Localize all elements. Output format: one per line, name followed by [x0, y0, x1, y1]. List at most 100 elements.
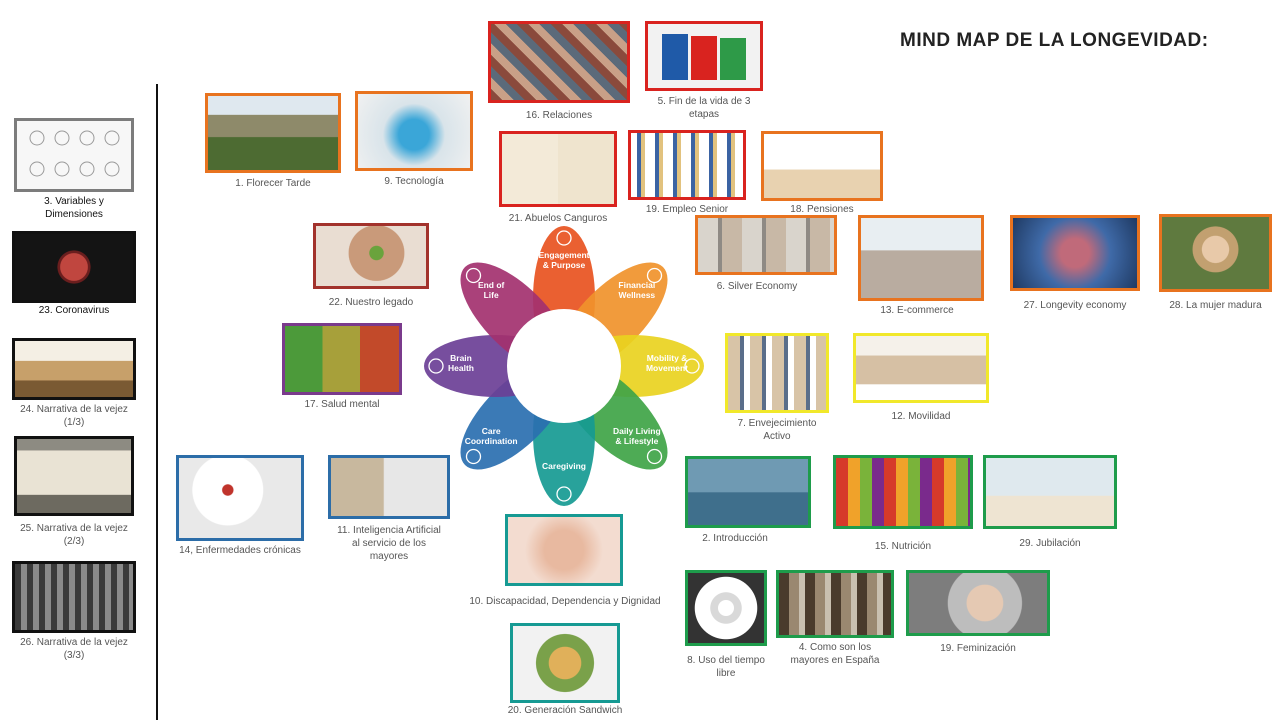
sidebar-tile-narrativa-3[interactable]	[12, 561, 136, 633]
pension-blocks-image	[764, 134, 880, 198]
yoga-seniors-image	[856, 336, 986, 400]
tile-jubilacion[interactable]	[983, 455, 1117, 529]
tile-abuelos-canguros[interactable]	[499, 131, 617, 207]
robot-assistant-image	[331, 458, 447, 516]
flower-petal-label: Daily Living& Lifestyle	[613, 426, 661, 446]
tile-caption: 19. Empleo Senior	[645, 204, 729, 215]
sidebar-caption: 25. Narrativa de la vejez (2/3)	[20, 523, 128, 547]
tile-caption: 19. Feminización	[940, 643, 1016, 654]
tile-generacion-sandwich[interactable]	[510, 623, 620, 703]
tile-caption: 29. Jubilación	[1019, 538, 1081, 549]
seniors-group-image	[728, 336, 826, 410]
tile-mujer-madura[interactable]	[1159, 214, 1272, 292]
sidebar-divider	[156, 84, 158, 720]
coronavirus-image	[15, 234, 133, 300]
people-icon	[556, 230, 572, 246]
tile-enfermedades-cronicas[interactable]	[176, 455, 304, 541]
tile-inteligencia-artificial[interactable]	[328, 455, 450, 519]
walking-icon	[684, 358, 700, 374]
money-bag-icon	[646, 267, 663, 284]
sidebar-caption: 23. Coronavirus	[38, 305, 110, 316]
coordination-icon	[465, 448, 482, 465]
tile-nuestro-legado[interactable]	[313, 223, 429, 289]
sidebar-tile-coronavirus[interactable]	[12, 231, 136, 303]
doctor-stethoscope-image	[179, 458, 301, 538]
flower-petal-label: Caregiving	[542, 461, 586, 471]
grandparents-cartoon-image	[502, 134, 614, 204]
tile-nutricion[interactable]	[833, 455, 973, 529]
flower-center	[507, 309, 621, 423]
heart-hands-icon	[465, 267, 482, 284]
tile-tecnologia[interactable]	[355, 91, 473, 171]
tile-caption: 27. Longevity economy	[1023, 300, 1127, 311]
hands-plant-image	[316, 226, 426, 286]
page-title: MIND MAP DE LA LONGEVIDAD:	[900, 30, 1209, 51]
tile-caption: 10. Discapacidad, Dependencia y Dignidad	[469, 596, 661, 607]
tile-caption: 11. Inteligencia Artificial al servicio …	[337, 525, 441, 562]
tile-caption: 1. Florecer Tarde	[235, 178, 311, 189]
tile-caption: 2. Introducción	[702, 533, 768, 544]
holding-hands-image	[508, 517, 620, 583]
mature-woman-image	[1162, 217, 1269, 289]
tile-fin-vida-3-etapas[interactable]	[645, 21, 763, 91]
landscape-image	[208, 96, 338, 170]
open-book-image	[15, 341, 133, 397]
flower-petal-label: Mobility &Movement	[646, 353, 688, 373]
seniors-devices-image	[698, 218, 834, 272]
tile-caption: 6. Silver Economy	[716, 281, 798, 292]
tile-uso-tiempo-libre[interactable]	[685, 570, 767, 646]
couple-laptop-image	[861, 218, 981, 298]
fruits-image	[836, 458, 970, 526]
devices-image	[358, 94, 470, 168]
tile-florecer-tarde[interactable]	[205, 93, 341, 173]
tile-pensiones[interactable]	[761, 131, 883, 201]
family-sandwich-image	[513, 626, 617, 700]
tile-feminizacion[interactable]	[906, 570, 1050, 636]
tile-salud-mental[interactable]	[282, 323, 402, 395]
tile-discapacidad[interactable]	[505, 514, 623, 586]
caregiving-icon	[556, 486, 572, 502]
tile-caption: 5. Fin de la vida de 3 etapas	[657, 96, 751, 120]
tile-ecommerce[interactable]	[858, 215, 984, 301]
brain-icon	[428, 358, 444, 374]
tile-empleo-senior[interactable]	[628, 130, 746, 200]
sidebar-tile-narrativa-2[interactable]	[14, 436, 134, 516]
tile-caption: 14, Enfermedades crónicas	[179, 545, 301, 556]
sidebar-tile-narrativa-1[interactable]	[12, 338, 136, 400]
tile-envejecimiento-activo[interactable]	[725, 333, 829, 413]
tile-silver-economy[interactable]	[695, 215, 837, 275]
sidebar-caption: 26. Narrativa de la vejez (3/3)	[20, 637, 128, 661]
tile-caption: 15. Nutrición	[874, 541, 932, 552]
crowd-image	[491, 24, 627, 100]
old-book-image	[17, 439, 131, 513]
tile-caption: 18. Pensiones	[790, 204, 854, 215]
tile-longevity-economy[interactable]	[1010, 215, 1140, 291]
tile-movilidad[interactable]	[853, 333, 989, 403]
tile-caption: 9. Tecnología	[384, 176, 444, 187]
beach-couple-image	[986, 458, 1114, 526]
tile-mayores-espana[interactable]	[776, 570, 894, 638]
sidebar-caption: 3. Variables y Dimensiones	[44, 196, 104, 220]
people-network-image	[1013, 218, 1137, 288]
tile-caption: 28. La mujer madura	[1169, 300, 1262, 311]
numbers-123-image	[648, 24, 760, 88]
tile-caption: 13. E-commerce	[880, 305, 954, 316]
tile-introduccion[interactable]	[685, 456, 811, 528]
surfer-image	[688, 459, 808, 525]
factory-image	[15, 564, 133, 630]
flower-petal-label: Engagement& Purpose	[538, 250, 589, 270]
lifestyle-icon	[646, 448, 663, 465]
tile-caption: 8. Uso del tiempo libre	[687, 655, 765, 679]
gray-haired-woman-image	[909, 573, 1047, 633]
sidebar-tile-variables[interactable]	[14, 118, 134, 192]
tile-caption: 21. Abuelos Canguros	[508, 213, 608, 224]
tile-caption: 17. Salud mental	[304, 399, 380, 410]
tile-relaciones[interactable]	[488, 21, 630, 103]
dimensions-grid-image	[17, 121, 131, 189]
sidebar-caption: 24. Narrativa de la vejez (1/3)	[20, 404, 128, 428]
tile-caption: 4. Como son los mayores en España	[790, 642, 880, 666]
